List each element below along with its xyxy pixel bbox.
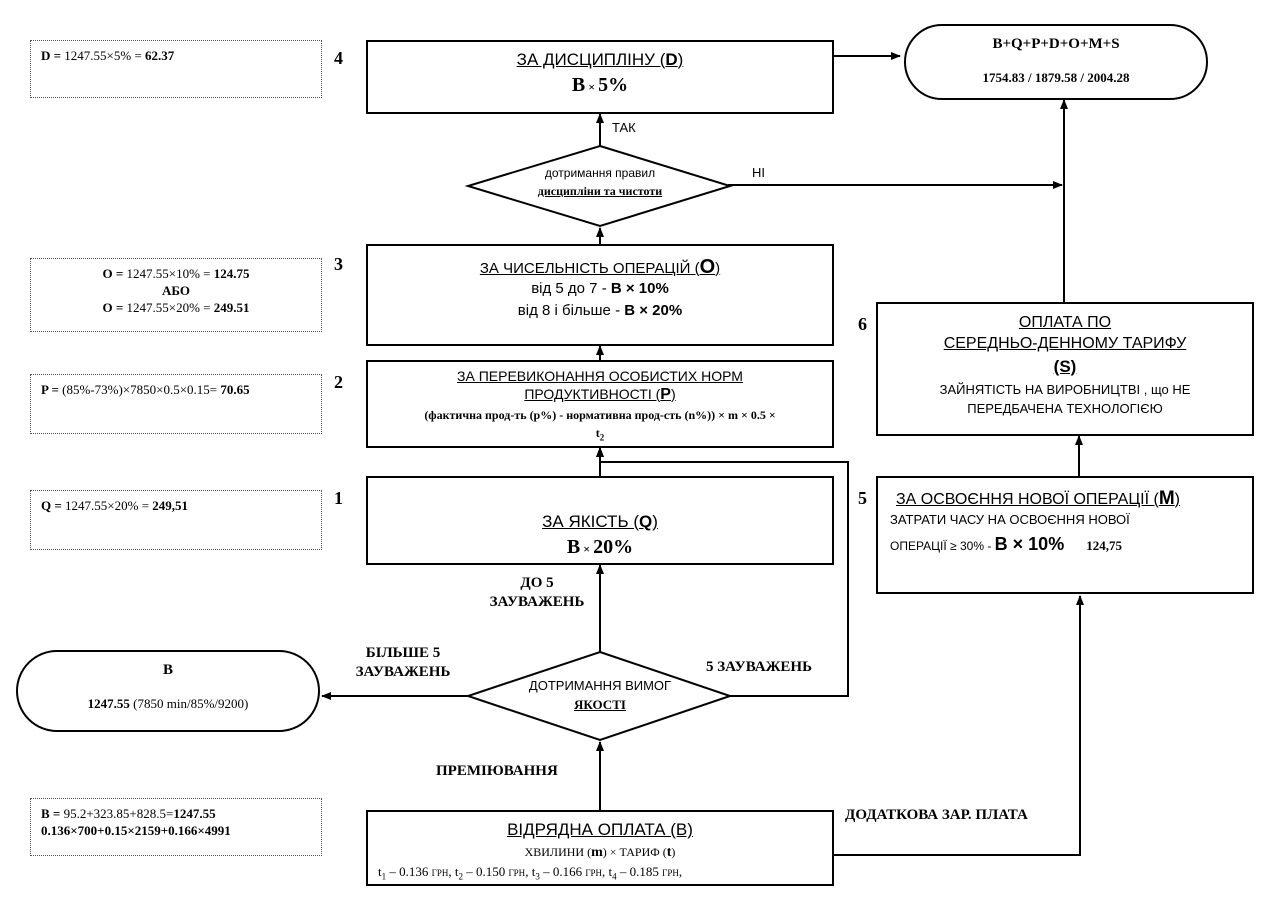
piecework-rates: t1 – 0.136 ГРН, t2 – 0.150 ГРН, t3 – 0.1… [378,864,682,882]
decision-discipline-shape [464,144,734,228]
base-pay-value: 1247.55 (7850 min/85%/9200) [87,696,249,711]
edge-label-up-to-5: ДО 5 ЗАУВАЖЕНЬ [489,575,585,610]
new-operation-title: ЗА ОСВОЄННЯ НОВОЇ ОПЕРАЦІЇ (M) [896,488,1180,509]
average-tariff-box: ОПЛАТА ПО СЕРЕДНЬО-ДЕННОМУ ТАРИФУ (S) ЗА… [876,302,1254,436]
average-tariff-line2: СЕРЕДНЬО-ДЕННОМУ ТАРИФУ [943,335,1187,352]
new-operation-line1: ЗАТРАТИ ЧАСУ НА ОСВОЄННЯ НОВОЇ [890,512,1130,527]
productivity-bonus-box: ЗА ПЕРЕВИКОНАННЯ ОСОБИСТИХ НОРМ ПРОДУКТИ… [366,360,834,448]
quality-title: ЗА ЯКІСТЬ (Q) [542,512,658,531]
edge-label-five-remarks: 5 ЗАУВАЖЕНЬ [706,659,813,675]
rate-t3: t3 – 0.166 ГРН, [531,864,609,882]
decision-quality: ДОТРИМАННЯ ВИМОГ ЯКОСТІ [468,676,732,714]
rate-t2: t2 – 0.150 ГРН, [454,864,532,882]
productivity-formula-t2: t2 [595,426,605,443]
average-tariff-line1: ОПЛАТА ПО [1018,314,1112,331]
discipline-bonus-box: ЗА ДИСЦИПЛІНУ (D) B × 5% [366,40,834,114]
note-base-calc: B = 95.2+323.85+828.5=1247.55 0.136×700+… [30,798,322,856]
decision-quality-line2: ЯКОСТІ [574,697,626,712]
decision-quality-shape [464,650,734,742]
average-tariff-line4: ЗАЙНЯТІСТЬ НА ВИРОБНИЦТВІ , що НЕ [939,382,1191,397]
decision-quality-line1: ДОТРИМАННЯ ВИМОГ [528,678,672,693]
piecework-pay-box: ВІДРЯДНА ОПЛАТА (B) ХВИЛИНИ (m) × ТАРИФ … [366,810,834,886]
note-productivity-calc: P = (85%-73%)×7850×0.5×0.15= 70.65 [30,374,322,434]
new-operation-bonus-box: ЗА ОСВОЄННЯ НОВОЇ ОПЕРАЦІЇ (M) ЗАТРАТИ Ч… [876,476,1254,594]
step-number-3: 3 [334,254,343,274]
total-values: 1754.83 / 1879.58 / 2004.28 [982,70,1130,85]
edge-label-no: НІ [752,165,765,180]
productivity-title-line2: ПРОДУКТИВНОСТІ (P) [524,386,676,403]
piecework-formula: ХВИЛИНИ (m) × ТАРИФ (t) [524,845,676,860]
quality-formula: B × 20% [566,536,634,558]
total-terminal: B+Q+P+D+O+M+S 1754.83 / 1879.58 / 2004.2… [904,24,1208,100]
edge-5-remarks [600,461,849,697]
operations-rule-2: від 8 і більше - В × 20% [517,302,683,319]
discipline-formula: B × 5% [571,74,629,96]
edge-label-more-than-5: БІЛЬШЕ 5 ЗАУВАЖЕНЬ [355,645,451,680]
step-number-6: 6 [858,314,867,334]
decision-discipline: дотримання правил дисципліни та чистоти [468,164,732,200]
average-tariff-letter: (S) [1053,357,1077,376]
productivity-title-line1: ЗА ПЕРЕВИКОНАННЯ ОСОБИСТИХ НОРМ [457,368,743,384]
operations-rule-1: від 5 до 7 - В × 10% [531,280,669,297]
total-formula: B+Q+P+D+O+M+S [992,36,1120,52]
base-pay-title: B [162,662,173,678]
decision-discipline-line2: дисципліни та чистоти [537,184,663,198]
edge-additional-pay [834,595,1084,856]
note-operations-calc: O = 1247.55×10% = 124.75 АБО O = 1247.55… [30,258,322,332]
base-pay-terminal: B 1247.55 (7850 min/85%/9200) [16,650,320,732]
quality-bonus-box: ЗА ЯКІСТЬ (Q) B × 20% [366,476,834,565]
operations-bonus-box: ЗА ЧИСЕЛЬНІСТЬ ОПЕРАЦІЙ (O) від 5 до 7 -… [366,244,834,346]
note-discipline-calc: D = 1247.55×5% = 62.37 [30,40,322,98]
edge-label-additional-pay: ДОДАТКОВА ЗАР. ПЛАТА [845,807,1028,823]
step-number-5: 5 [858,488,867,508]
step-number-4: 4 [334,48,343,68]
decision-discipline-line1: дотримання правил [544,166,656,180]
piecework-title: ВІДРЯДНА ОПЛАТА (B) [507,820,693,839]
step-number-2: 2 [334,372,343,392]
new-operation-line2: ОПЕРАЦІЇ ≥ 30% - В × 10% 124,75 [890,534,1122,554]
rate-t1: t1 – 0.136 ГРН, [378,864,455,882]
note-quality-calc: Q = 1247.55×20% = 249,51 [30,490,322,550]
average-tariff-line5: ПЕРЕДБАЧЕНА ТЕХНОЛОГІЄЮ [967,401,1163,416]
operations-title: ЗА ЧИСЕЛЬНІСТЬ ОПЕРАЦІЙ (O) [479,256,721,278]
step-number-1: 1 [334,488,343,508]
edge-label-bonus: ПРЕМІЮВАННЯ [436,763,558,779]
rate-t4: t4 – 0.185 ГРН, [608,864,683,882]
productivity-formula: (фактична прод-ть (p%) - нормативна прод… [424,408,776,422]
edge-label-yes: ТАК [612,120,636,135]
discipline-title: ЗА ДИСЦИПЛІНУ (D) [516,50,684,69]
